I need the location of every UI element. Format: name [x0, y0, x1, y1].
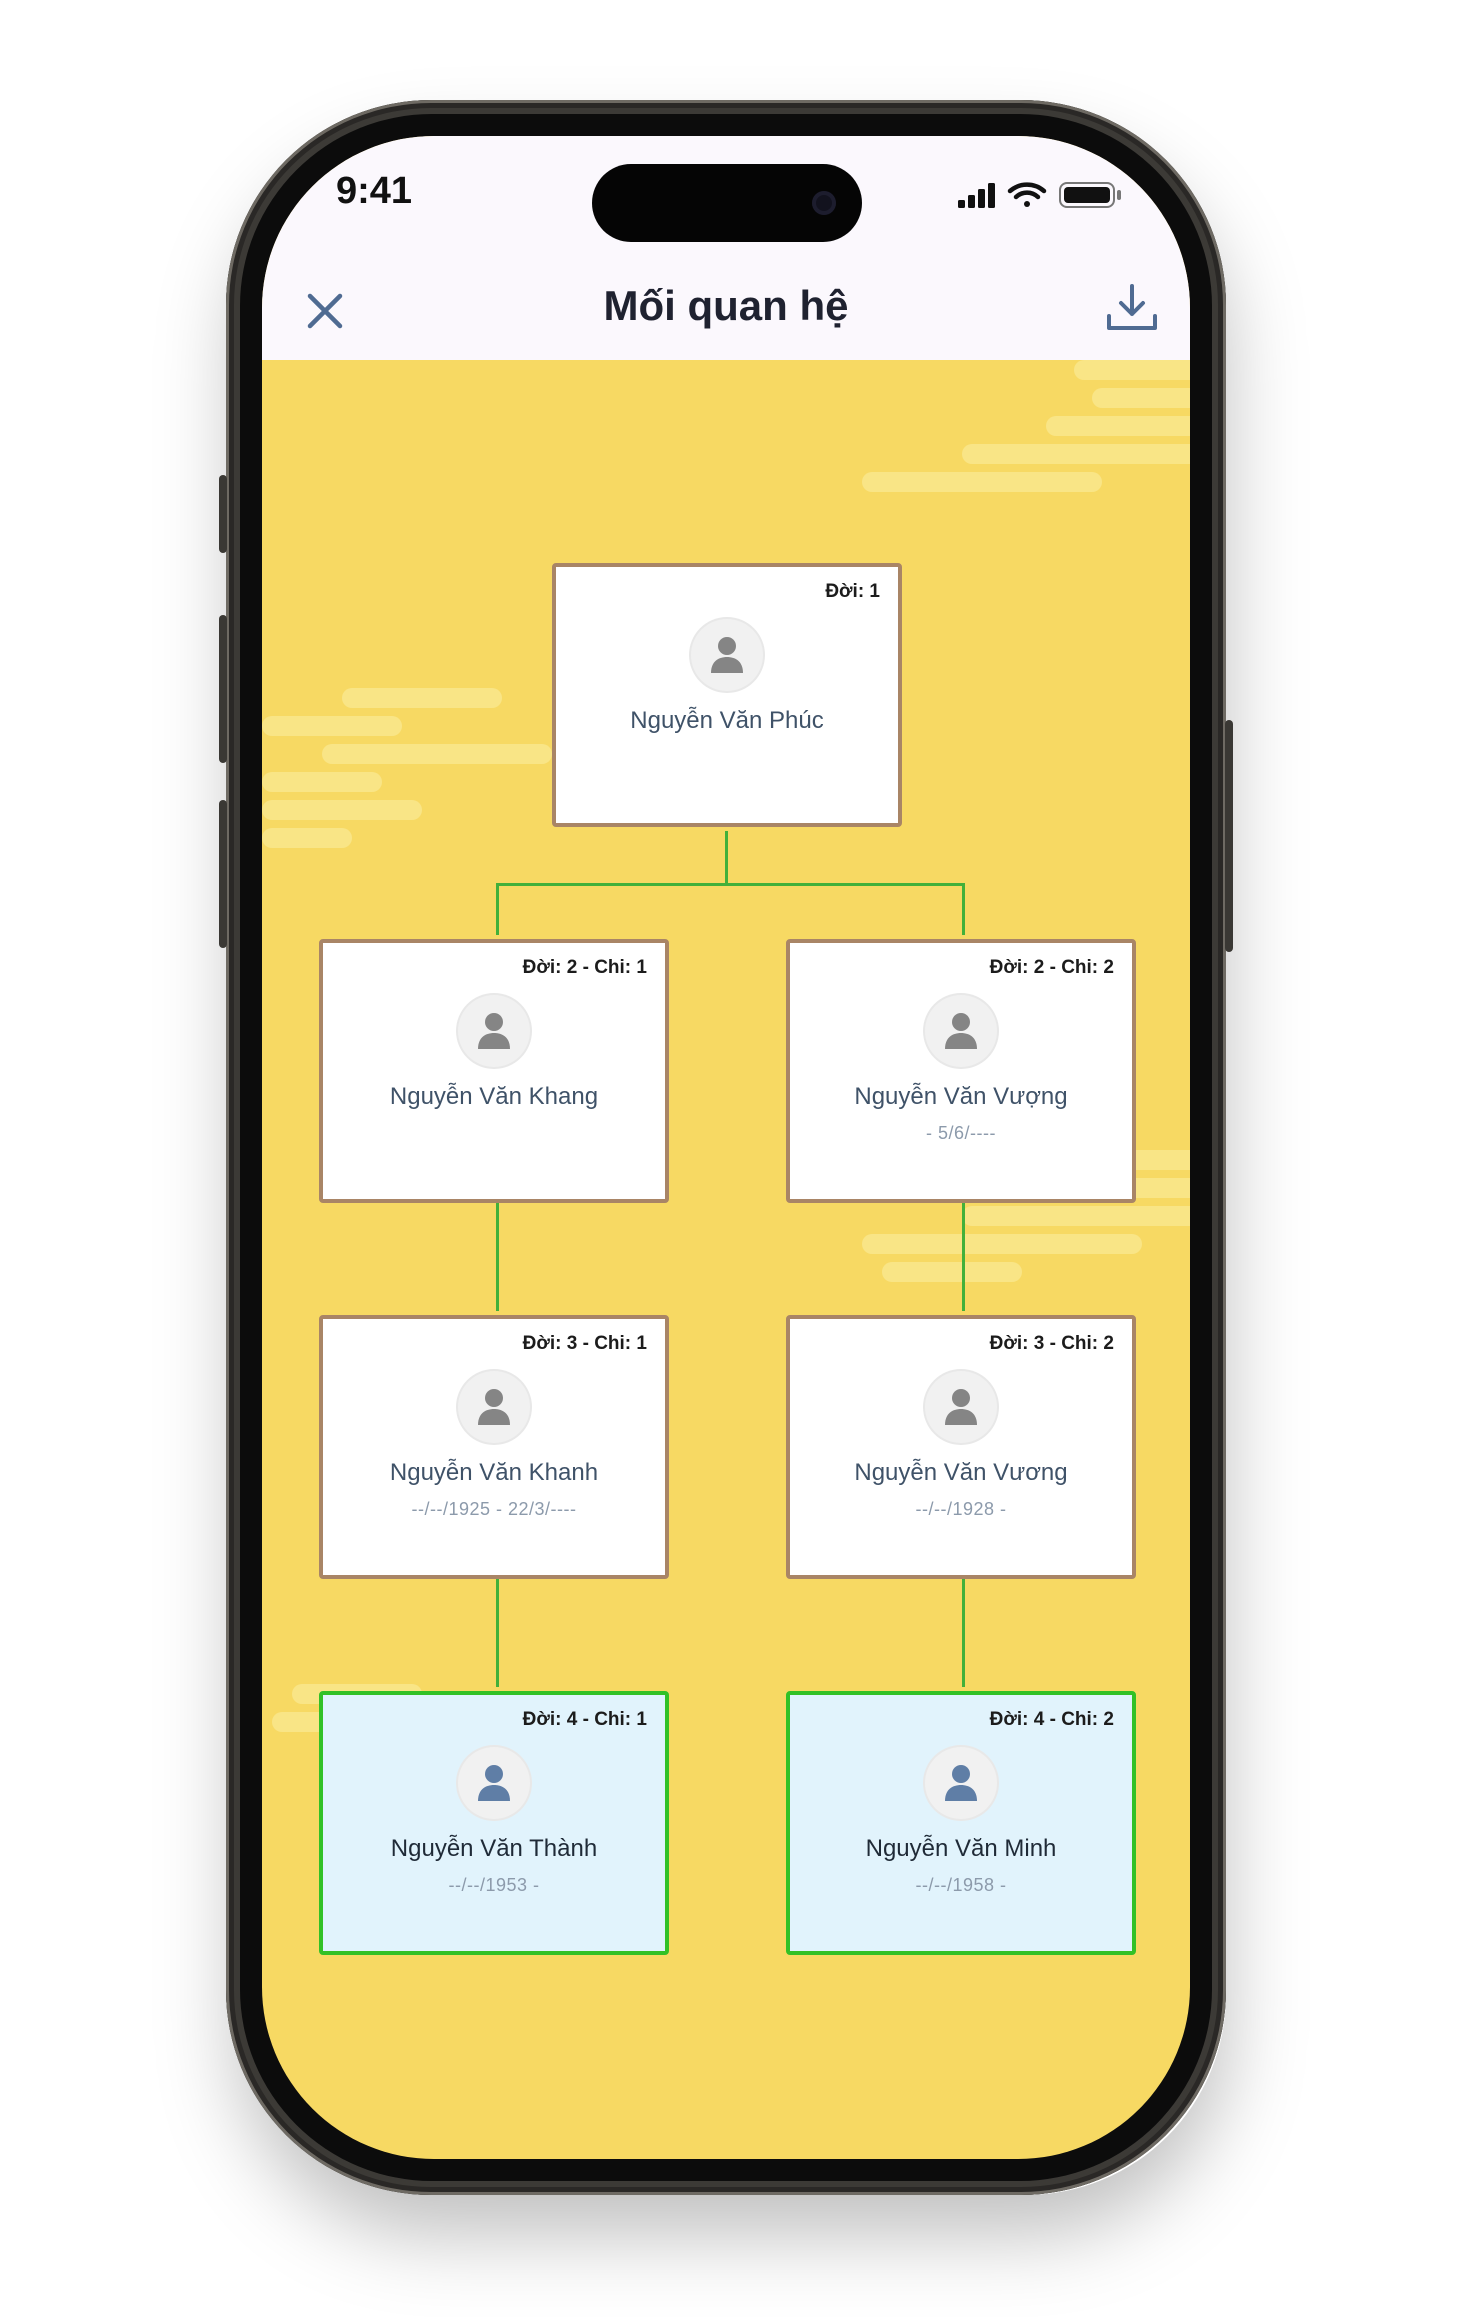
tree-connector — [725, 831, 728, 885]
user-avatar-icon — [458, 995, 530, 1067]
member-card[interactable]: Đời: 3 - Chi: 2 Nguyễn Văn Vương --/--/1… — [786, 1315, 1136, 1579]
member-dates: --/--/1953 - — [448, 1875, 540, 1895]
member-name: Nguyễn Văn Phúc — [630, 707, 824, 734]
generation-label: Đời: 4 - Chi: 2 — [989, 1709, 1114, 1730]
tree-connector — [496, 1575, 499, 1687]
close-button[interactable] — [302, 288, 348, 334]
dynamic-island — [592, 164, 862, 242]
member-name: Nguyễn Văn Khang — [389, 1083, 599, 1110]
member-card[interactable]: Đời: 1 Nguyễn Văn Phúc — [552, 563, 902, 827]
generation-label: Đời: 4 - Chi: 1 — [522, 1709, 647, 1730]
member-dates: --/--/1928 - — [915, 1499, 1007, 1519]
member-card[interactable]: Đời: 2 - Chi: 1 Nguyễn Văn Khang — [319, 939, 669, 1203]
action-button — [219, 475, 227, 553]
cloud-decoration — [1046, 416, 1190, 436]
cloud-decoration — [342, 688, 502, 708]
user-avatar-icon — [458, 1371, 530, 1443]
member-card[interactable]: Đời: 4 - Chi: 2 Nguyễn Văn Minh --/--/19… — [786, 1691, 1136, 1955]
cloud-decoration — [262, 716, 402, 736]
generation-label: Đời: 2 - Chi: 2 — [989, 957, 1114, 978]
member-card[interactable]: Đời: 2 - Chi: 2 Nguyễn Văn Vượng - 5/6/-… — [786, 939, 1136, 1203]
close-icon — [307, 293, 343, 329]
generation-label: Đời: 3 - Chi: 1 — [522, 1333, 647, 1354]
generation-label: Đời: 1 — [825, 581, 880, 602]
user-avatar-icon — [458, 1747, 530, 1819]
volume-down-button — [219, 800, 227, 948]
member-name: Nguyễn Văn Minh — [865, 1835, 1057, 1862]
status-time: 9:41 — [336, 170, 413, 212]
tree-connector — [496, 883, 499, 935]
member-dates: --/--/1925 - 22/3/---- — [411, 1499, 577, 1519]
cloud-decoration — [962, 444, 1190, 464]
wifi-icon — [1007, 182, 1047, 207]
cloud-decoration — [322, 744, 552, 764]
cloud-decoration — [862, 1234, 1142, 1254]
status-icons — [958, 182, 1121, 208]
tree-connector — [962, 1199, 965, 1311]
user-avatar-icon — [925, 1747, 997, 1819]
screen: Đời: 1 Nguyễn Văn Phúc Đời: 2 - Chi: 1 N… — [262, 136, 1190, 2159]
user-avatar-icon — [925, 995, 997, 1067]
cloud-decoration — [962, 1206, 1190, 1226]
tree-connector — [496, 1199, 499, 1311]
member-name: Nguyễn Văn Khanh — [389, 1459, 599, 1486]
battery-icon — [1059, 182, 1121, 208]
member-dates: --/--/1958 - — [915, 1875, 1007, 1895]
tree-connector — [962, 883, 965, 935]
download-button[interactable] — [1104, 280, 1160, 336]
generation-label: Đời: 2 - Chi: 1 — [522, 957, 647, 978]
volume-up-button — [219, 615, 227, 763]
cellular-signal-icon — [958, 183, 995, 208]
generation-label: Đời: 3 - Chi: 2 — [989, 1333, 1114, 1354]
member-card[interactable]: Đời: 4 - Chi: 1 Nguyễn Văn Thành --/--/1… — [319, 1691, 669, 1955]
cloud-decoration — [882, 1262, 1022, 1282]
cloud-decoration — [262, 772, 382, 792]
power-button — [1225, 720, 1233, 952]
member-name: Nguyễn Văn Thành — [390, 1835, 598, 1862]
download-icon — [1107, 284, 1157, 330]
tree-connector — [962, 1575, 965, 1687]
page-title: Mối quan hệ — [603, 282, 849, 329]
front-camera-icon — [812, 191, 836, 215]
member-name: Nguyễn Văn Vượng — [854, 1083, 1068, 1110]
cloud-decoration — [1092, 388, 1190, 408]
member-name: Nguyễn Văn Vương — [854, 1459, 1068, 1486]
member-dates: - 5/6/---- — [926, 1123, 996, 1143]
user-avatar-icon — [691, 619, 763, 691]
tree-connector — [496, 883, 964, 886]
cloud-decoration — [862, 472, 1102, 492]
user-avatar-icon — [925, 1371, 997, 1443]
navigation-bar: Mối quan hệ — [262, 252, 1190, 360]
cloud-decoration — [262, 828, 352, 848]
cloud-decoration — [262, 800, 422, 820]
member-card[interactable]: Đời: 3 - Chi: 1 Nguyễn Văn Khanh --/--/1… — [319, 1315, 669, 1579]
status-bar: 9:41 — [262, 136, 1190, 252]
cloud-decoration — [1074, 360, 1190, 380]
